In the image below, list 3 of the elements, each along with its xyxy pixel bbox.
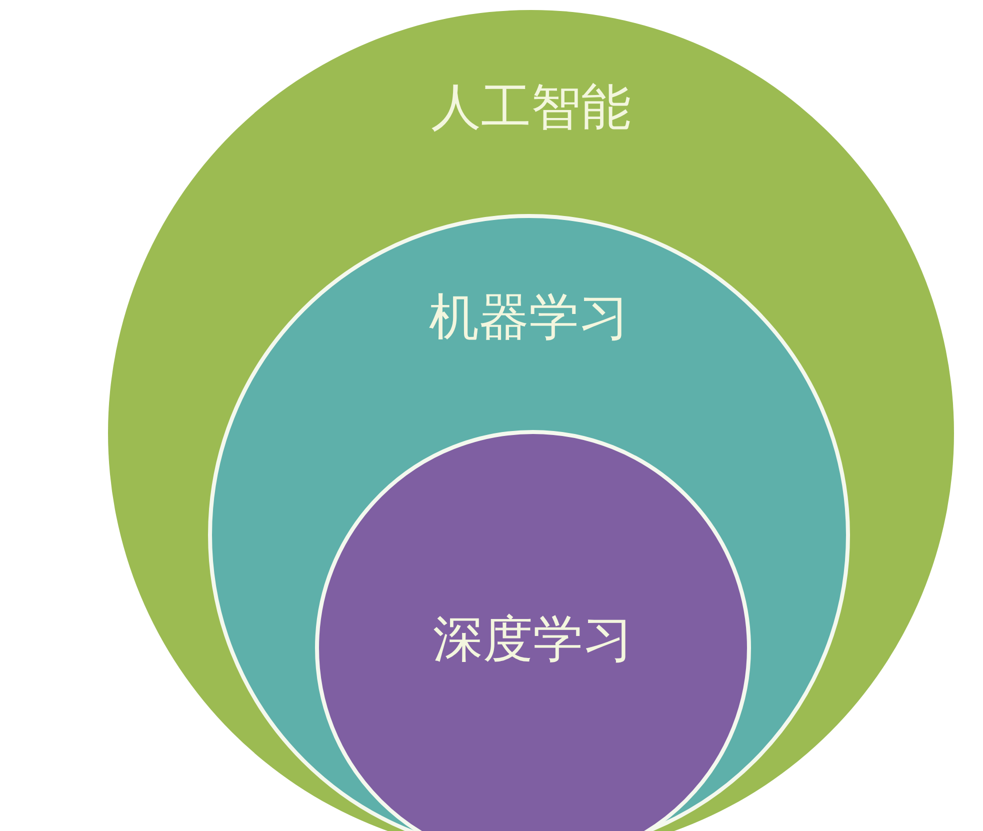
circle-label: 深度学习 <box>433 612 633 667</box>
circle-label: 机器学习 <box>429 290 629 345</box>
circle-label: 人工智能 <box>431 80 631 135</box>
